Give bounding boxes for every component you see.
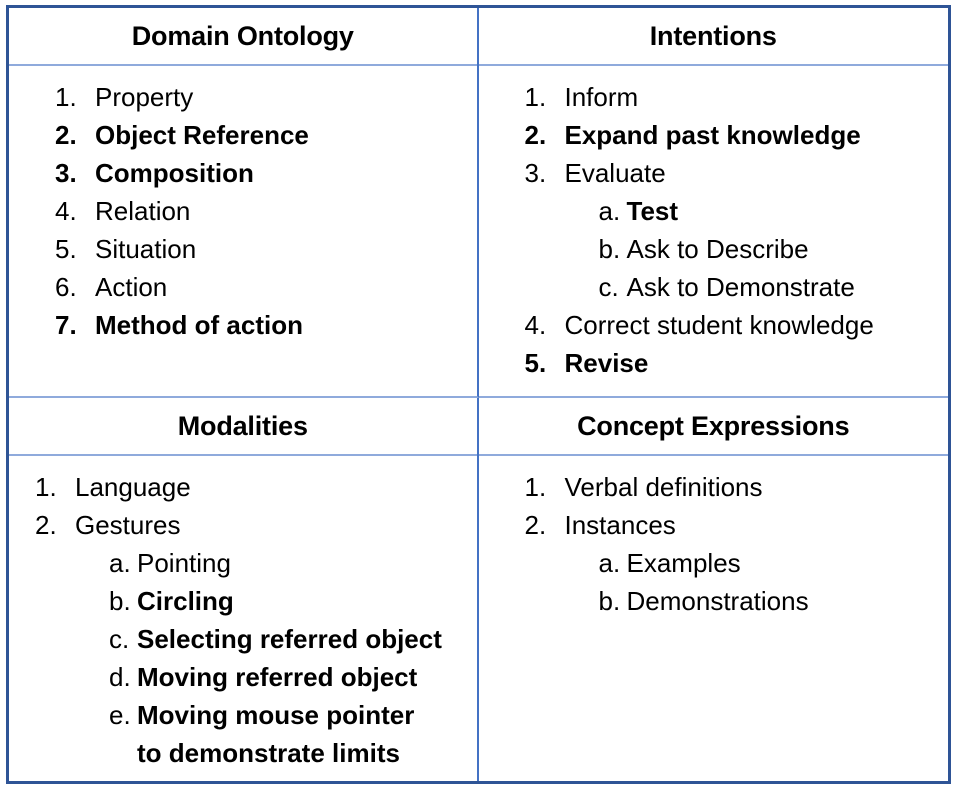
quadrant-title-intentions: Intentions <box>478 8 948 66</box>
list-item-marker: 4. <box>55 196 77 226</box>
list-item-label: Situation <box>95 234 197 264</box>
list-item-marker: 2. <box>524 120 547 150</box>
list-item-marker: c. <box>109 624 130 654</box>
list-item-marker: a. <box>109 548 131 578</box>
list-item-label: Gestures <box>75 510 181 540</box>
list-item: 3. Evaluate <box>525 154 949 192</box>
list-item-label: Action <box>95 272 168 302</box>
quadrant-list-intentions: 1. Inform 2. Expand past knowledge 3. Evaluat… <box>479 66 949 396</box>
list-item-marker: 4. <box>524 310 547 340</box>
list-item-label: Instances <box>564 510 676 540</box>
list-item: c.Ask to Demonstrate <box>525 268 949 306</box>
list-item-marker: 3. <box>55 158 77 188</box>
list-item: 1. Property <box>55 78 477 116</box>
list-item-label: Circling <box>137 586 234 616</box>
list-item: c.Selecting referred object <box>35 620 477 658</box>
list-item: 3. Composition <box>55 154 477 192</box>
list-item-label: Evaluate <box>564 158 666 188</box>
list-item: to demonstrate limits <box>35 734 477 772</box>
list-item: b.Demonstrations <box>525 582 949 620</box>
list-item-label: Selecting referred object <box>137 624 442 654</box>
list-item-marker: b. <box>598 586 621 616</box>
quadrant-list-concept-expressions: 1. Verbal definitions 2. Instances a.Example… <box>479 456 949 781</box>
list-item: 2. Expand past knowledge <box>525 116 949 154</box>
quadrant-title-modalities: Modalities <box>9 398 477 456</box>
list-item-marker: 3. <box>524 158 547 188</box>
list-item-marker: 7. <box>55 310 77 340</box>
list-item: 4. Correct student knowledge <box>525 306 949 344</box>
list-item-label: Property <box>95 82 194 112</box>
list-item-marker: 6. <box>55 272 77 302</box>
list-item-marker: c. <box>598 272 619 302</box>
list-item: 2. Object Reference <box>55 116 477 154</box>
quadrant-list-domain-ontology: 1. Property 2. Object Reference 3. Compositio… <box>9 66 477 396</box>
list-item-marker: e. <box>109 700 131 730</box>
list-item-label: Test <box>626 196 679 226</box>
list-item-label: Moving referred object <box>137 662 418 692</box>
list-item-label: Moving mouse pointer <box>137 700 415 730</box>
list-item: 2. Gestures <box>35 506 477 544</box>
list-item-marker: 1. <box>524 82 547 112</box>
two-by-two-matrix-table: Domain Ontology 1. Property 2. Object Refer… <box>6 5 951 784</box>
list-item-marker: 2. <box>524 510 547 540</box>
list-item-marker: b. <box>598 234 621 264</box>
list-item-label: Verbal definitions <box>564 472 763 502</box>
quadrant-modalities: Modalities 1. Language 2. Gestures a.Pointin… <box>9 398 479 781</box>
list-item: 1. Verbal definitions <box>525 468 949 506</box>
list-item: a.Examples <box>525 544 949 582</box>
list-item-label: Correct student knowledge <box>564 310 874 340</box>
list-item-marker: 1. <box>524 472 547 502</box>
list-item: b.Ask to Describe <box>525 230 949 268</box>
list-item-marker: 5. <box>55 234 77 264</box>
quadrant-title-concept-expressions: Concept Expressions <box>478 398 948 456</box>
list-item-label: Pointing <box>137 548 231 578</box>
list-item: e.Moving mouse pointer <box>35 696 477 734</box>
list-item: 5. Revise <box>525 344 949 382</box>
list-item-label: Demonstrations <box>626 586 809 616</box>
list-item: 6. Action <box>55 268 477 306</box>
list-item-marker: a. <box>598 548 621 578</box>
list-item-label: Composition <box>95 158 254 188</box>
list-item-marker: 1. <box>35 472 57 502</box>
list-item-marker: 5. <box>524 348 547 378</box>
list-item-marker: a. <box>598 196 621 226</box>
quadrant-intentions: Intentions 1. Inform 2. Expand past knowled… <box>478 8 949 398</box>
list-item-label: Object Reference <box>95 120 309 150</box>
list-item-marker: 2. <box>35 510 57 540</box>
list-item: a.Pointing <box>35 544 477 582</box>
list-item-label: Relation <box>95 196 191 226</box>
list-item-marker: d. <box>109 662 131 692</box>
list-item-marker: 1. <box>55 82 77 112</box>
list-item: a.Test <box>525 192 949 230</box>
list-item-marker: b. <box>109 586 131 616</box>
list-item-label: Method of action <box>95 310 303 340</box>
quadrant-concept-expressions: Concept Expressions 1. Verbal definitions… <box>478 398 949 781</box>
quadrant-domain-ontology: Domain Ontology 1. Property 2. Object Refer… <box>9 8 479 398</box>
list-item-label: Language <box>75 472 191 502</box>
list-item: d.Moving referred object <box>35 658 477 696</box>
list-item-label: Expand past knowledge <box>564 120 861 150</box>
list-item: 7. Method of action <box>55 306 477 344</box>
list-item: 1. Language <box>35 468 477 506</box>
list-item-label: Examples <box>626 548 741 578</box>
list-item: 2. Instances <box>525 506 949 544</box>
list-item-label: Ask to Describe <box>626 234 809 264</box>
list-item: 1. Inform <box>525 78 949 116</box>
list-item: 5. Situation <box>55 230 477 268</box>
list-item-label: to demonstrate limits <box>137 738 400 768</box>
list-item-label: Inform <box>564 82 639 112</box>
list-item-marker: 2. <box>55 120 77 150</box>
list-item-label: Ask to Demonstrate <box>626 272 855 302</box>
list-item: 4. Relation <box>55 192 477 230</box>
quadrant-title-domain-ontology: Domain Ontology <box>9 8 477 66</box>
list-item-label: Revise <box>564 348 649 378</box>
list-item: b.Circling <box>35 582 477 620</box>
